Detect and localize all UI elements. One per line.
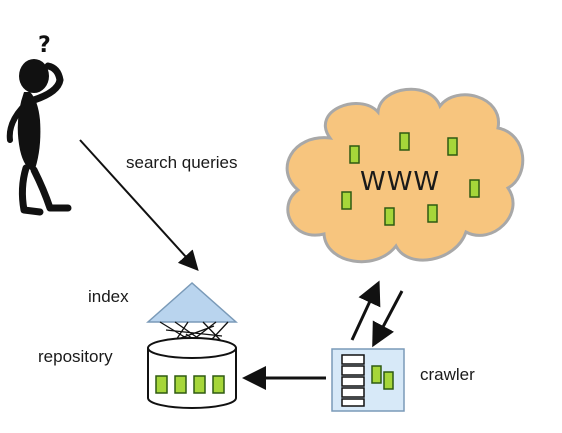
crawled-page xyxy=(371,365,382,384)
www-label: WWW xyxy=(360,167,440,197)
web-pages xyxy=(341,132,480,226)
web-page xyxy=(349,145,360,164)
web-page xyxy=(427,204,438,223)
crawled-page xyxy=(383,371,394,390)
thinking-person-icon: ? xyxy=(6,33,72,216)
crawler-request-arrow xyxy=(350,280,381,341)
stored-page xyxy=(174,375,187,394)
web-page xyxy=(447,137,458,156)
search-queries-label: search queries xyxy=(126,153,238,172)
web-cloud: WWW xyxy=(285,87,525,264)
stored-page xyxy=(155,375,168,394)
stored-page xyxy=(212,375,225,394)
web-page xyxy=(399,132,410,151)
crawler-label: crawler xyxy=(420,365,475,384)
repository-cylinder: repository xyxy=(38,337,237,409)
index-label: index xyxy=(88,287,129,306)
search-queries-arrow xyxy=(79,139,199,271)
crawler-fetch-arrow xyxy=(372,290,404,348)
question-mark: ? xyxy=(38,33,51,58)
web-page xyxy=(384,207,395,226)
index-pyramid: index xyxy=(88,281,238,353)
web-page xyxy=(341,191,352,210)
stored-page xyxy=(193,375,206,394)
repository-label: repository xyxy=(38,347,113,366)
crawler-box: crawler xyxy=(331,348,475,412)
web-page xyxy=(469,179,480,198)
